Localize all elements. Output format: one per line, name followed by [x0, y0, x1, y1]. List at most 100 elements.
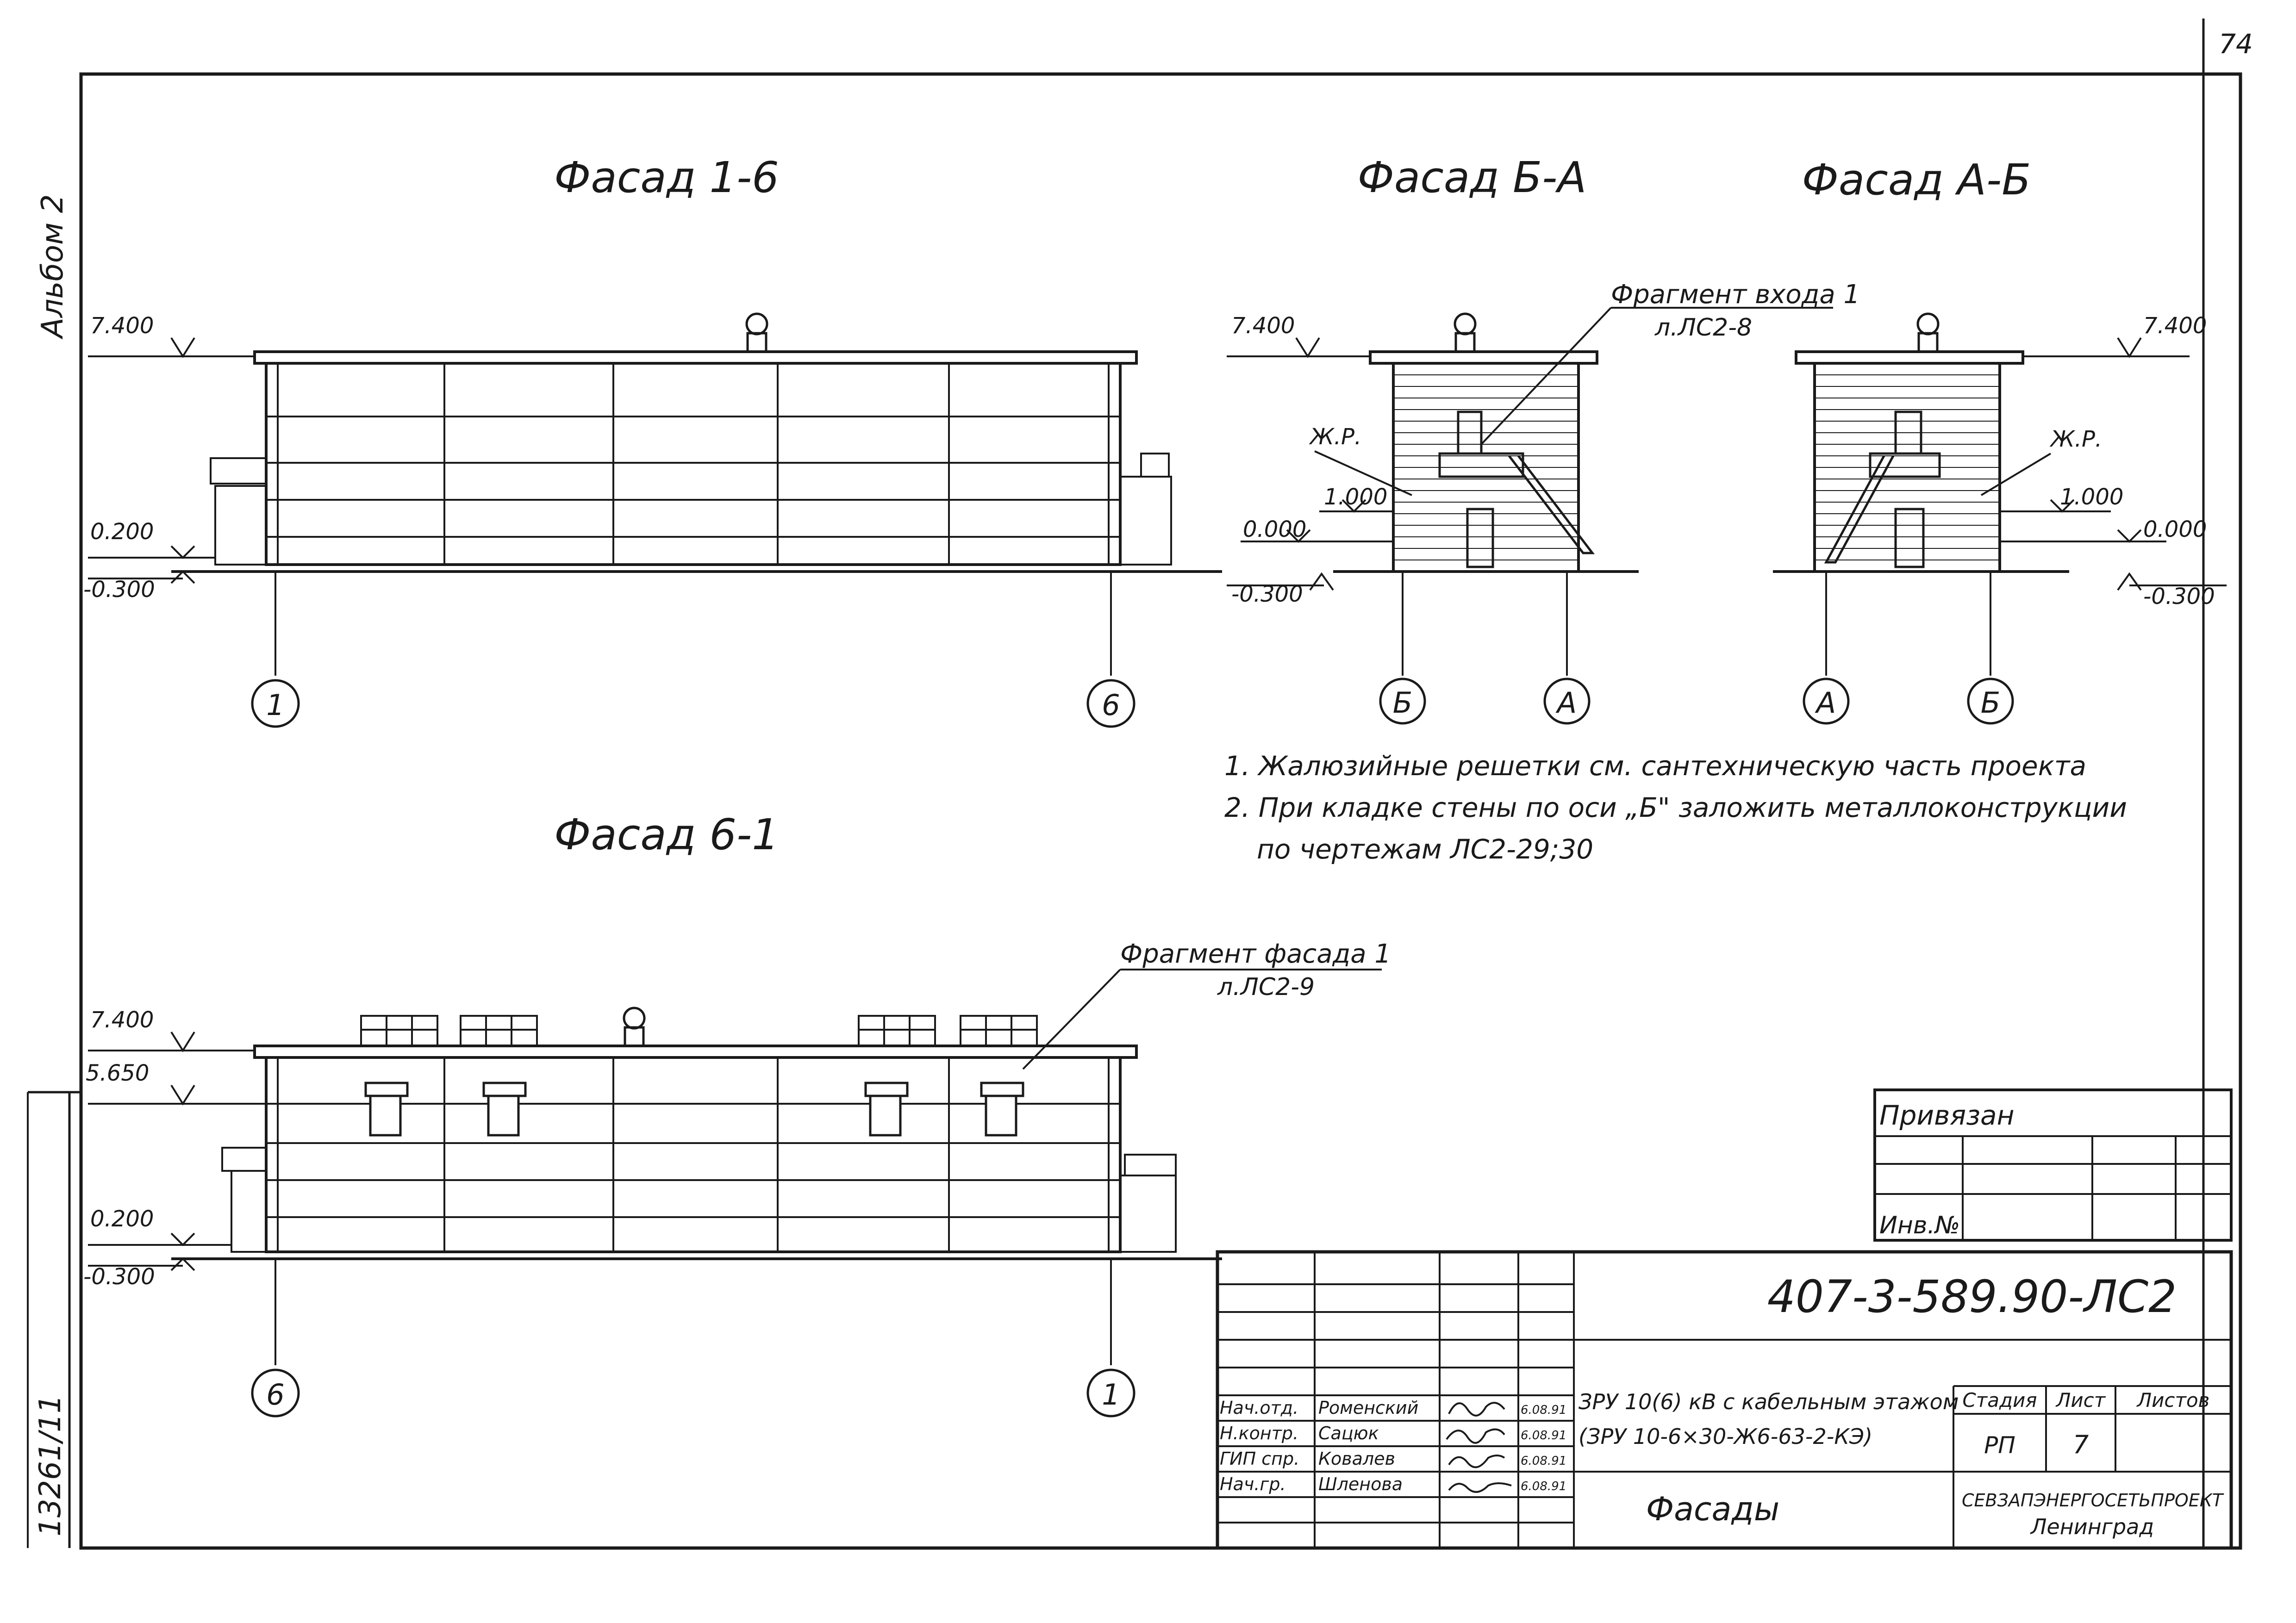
- stair-railing: [210, 457, 267, 485]
- facade-title: Фасад А-Б: [1802, 155, 2031, 205]
- fragment-label: Фрагмент входа 1: [1611, 280, 1860, 310]
- signature-role: ГИП спр.: [1220, 1449, 1299, 1469]
- signature-role: Нач.отд.: [1220, 1398, 1298, 1418]
- roof-slab: [1795, 350, 2024, 365]
- wall-panels: [266, 363, 1120, 565]
- axis-label: А: [1555, 686, 1577, 720]
- facade-title: Фасад 6-1: [554, 810, 779, 859]
- title-block: 407-3-589.90-ЛС2 ЗРУ 10(6) кВ с кабельны…: [1216, 1250, 2233, 1550]
- leader-line: [1980, 453, 2052, 496]
- lower-door: [1466, 508, 1494, 568]
- louver-boxes: [360, 1015, 1038, 1047]
- note-line: 1. Жалюзийные решетки см. сантехническую…: [1224, 750, 2086, 782]
- axis-label: 6: [1102, 688, 1120, 722]
- level-top: 7.400: [2143, 313, 2207, 339]
- handwritten-signature: [1446, 1428, 1505, 1444]
- sheet-title: Фасады: [1646, 1490, 1779, 1528]
- leader-line: [1022, 969, 1121, 1070]
- facade-wall: [265, 362, 1122, 566]
- signature-name: Роменский: [1318, 1398, 1418, 1418]
- level-marks: [1227, 337, 1393, 591]
- level-bottom: -0.300: [2143, 584, 2215, 609]
- fragment-label: Фрагмент фасада 1: [1120, 939, 1391, 969]
- level-0000: 0.000: [2143, 516, 2207, 542]
- inventory-label: 13261/11: [33, 1394, 68, 1536]
- signature-name: Сацюк: [1318, 1423, 1379, 1443]
- level-marks: [2000, 337, 2227, 591]
- roof-slab: [253, 1045, 1138, 1059]
- roof-vent-cap: [1454, 312, 1477, 336]
- signature-row: ГИП спр. Ковалев 6.08.91: [1220, 1449, 1566, 1469]
- signature-row: Нач.гр. Шленова 6.08.91: [1220, 1474, 1566, 1494]
- signature-date: 6.08.91: [1521, 1429, 1566, 1443]
- grille-label: Ж.Р.: [1309, 424, 1361, 450]
- left-margin: Альбом 2 13261/11: [27, 194, 81, 1548]
- level-mid: 0.200: [90, 1206, 154, 1232]
- signature-role: Н.контр.: [1220, 1423, 1298, 1443]
- level-bottom: -0.300: [1231, 581, 1303, 607]
- privyazan-label: Привязан: [1879, 1100, 2015, 1131]
- roof-vent-cap: [623, 1007, 646, 1030]
- signature-name: Ковалев: [1318, 1449, 1395, 1469]
- organization-line1: СЕВЗАПЭНЕРГОСЕТЬПРОЕКТ: [1962, 1490, 2224, 1511]
- stair-block: [231, 1170, 267, 1253]
- project-name-line2: (ЗРУ 10-6×30-Ж6-63-2-КЭ): [1578, 1424, 1872, 1449]
- facade-b-a: Фасад Б-А Фрагмент входа 1 л.ЛС2-8 Ж.Р.: [1227, 153, 1860, 725]
- signature-date: 6.08.91: [1521, 1403, 1566, 1417]
- sheet-header: Лист: [2055, 1389, 2106, 1412]
- axis-marker: [1967, 678, 2014, 725]
- facade-6-1: Фасад 6-1 Фрагмент фасада: [83, 810, 1391, 1418]
- grille-label: Ж.Р.: [2049, 426, 2102, 452]
- axis-marker: [1086, 1368, 1136, 1418]
- roof-vent: [624, 1026, 645, 1047]
- project-name-line1: ЗРУ 10(6) кВ с кабельным этажом: [1578, 1389, 1959, 1414]
- signature-row: Н.контр. Сацюк 6.08.91: [1220, 1423, 1566, 1444]
- stair-block: [1119, 1175, 1177, 1253]
- leader-line: [1314, 450, 1412, 496]
- stair-railing: [1140, 453, 1170, 478]
- axis-marker: [1086, 679, 1136, 728]
- wall-vents: [364, 1082, 1024, 1137]
- level-mid: 0.200: [90, 519, 154, 545]
- roof-vent-cap: [1916, 312, 1940, 336]
- sheet-number: 74: [2219, 28, 2253, 60]
- axis-marker: [1803, 678, 1850, 725]
- roof-vent-cap: [745, 312, 768, 336]
- roof-vent: [746, 332, 767, 353]
- roof-vent: [1454, 332, 1476, 353]
- brick-hatch: [1393, 374, 1578, 560]
- axis-marker: [251, 1368, 300, 1418]
- privyazan-block: Привязан Инв.№: [1873, 1088, 2233, 1242]
- notes: 1. Жалюзийные решетки см. сантехническую…: [1224, 750, 2127, 865]
- lower-door: [1894, 508, 1925, 568]
- axis-label: Б: [1393, 686, 1413, 720]
- wall-panels: [266, 1057, 1120, 1252]
- roof-slab: [253, 350, 1138, 365]
- sheet-frame: [79, 72, 2242, 1550]
- sheet-value: 7: [2073, 1430, 2089, 1459]
- level-top: 7.400: [90, 1007, 154, 1033]
- stair-railing: [1124, 1154, 1177, 1176]
- signature-date: 6.08.91: [1521, 1454, 1566, 1468]
- signature-name: Шленова: [1318, 1474, 1403, 1494]
- exterior-stair: [1824, 455, 1895, 564]
- signature-role: Нач.гр.: [1220, 1474, 1286, 1494]
- axis-label: Б: [1981, 686, 2001, 720]
- album-label: Альбом 2: [36, 194, 70, 340]
- axis-marker: [251, 679, 300, 728]
- brick-hatch: [1815, 374, 2000, 560]
- signature-row: Нач.отд. Роменский 6.08.91: [1220, 1398, 1566, 1418]
- note-line: по чертежам ЛС2-29;30: [1257, 833, 1593, 865]
- signature-date: 6.08.91: [1521, 1480, 1566, 1493]
- facade-title: Фасад Б-А: [1358, 153, 1587, 202]
- stair-block: [214, 485, 267, 566]
- facade-title: Фасад 1-6: [554, 153, 779, 202]
- axis-label: 1: [1102, 1378, 1120, 1412]
- stair-block: [1119, 476, 1172, 566]
- organization-line2: Ленинград: [2030, 1514, 2154, 1539]
- level-1000: 1.000: [2060, 484, 2123, 510]
- level-5650: 5.650: [86, 1060, 149, 1086]
- facade-a-b: Фасад А-Б Ж.Р. 7.400 1.000: [1773, 155, 2227, 725]
- sheets-header: Листов: [2136, 1389, 2210, 1412]
- exterior-stair: [1508, 455, 1595, 554]
